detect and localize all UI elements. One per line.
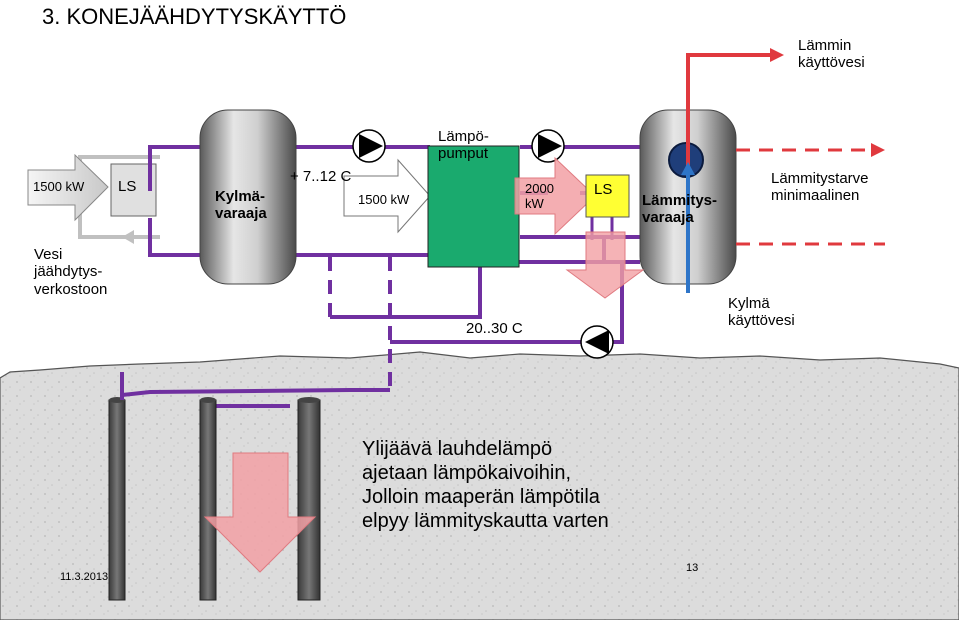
page-number: 13 [686, 562, 699, 574]
cold-water-label: Kylmä käyttövesi [728, 295, 795, 330]
borehole-icon [199, 397, 217, 601]
dashed-pipes [328, 257, 392, 390]
info-text: Ylijäävä lauhdelämpö ajetaan lämpökaivoi… [362, 437, 609, 533]
water-line3: verkostoon [34, 280, 108, 298]
cold-storage-tank [199, 109, 297, 285]
output-power-line1: 2000 [525, 181, 554, 196]
heat-storage-line1: Lämmitys- [642, 192, 718, 209]
heat-storage-line2: varaaja [642, 209, 694, 227]
date-label: 11.3.2013 [60, 571, 109, 583]
borehole-icon [108, 397, 126, 601]
info-line3: Jolloin maaperän lämpötila [362, 486, 600, 508]
output-power-arrow [514, 156, 596, 236]
warm-water-arrow-icon [770, 48, 784, 62]
ls-right-box [585, 174, 630, 218]
heating-demand-line1: Lämmitystarve [771, 170, 869, 187]
pump-power-label: 1500 kW [358, 192, 410, 207]
warm-water-line2: käyttövesi [798, 54, 865, 72]
info-line2: ajetaan lämpökaivoihin, [362, 462, 572, 484]
heat-storage-label: Lämmitys- varaaja [642, 192, 717, 227]
borehole-icon [297, 397, 321, 601]
cold-storage-label: Kylmä- varaaja [215, 188, 267, 223]
ls-left-label: LS [118, 178, 137, 195]
temp-low-label: 20..30 C [466, 320, 523, 337]
heat-pumps-line1: Lämpö- [438, 128, 489, 145]
pump-icon [531, 129, 565, 163]
cold-water-line2: käyttövesi [728, 312, 795, 330]
page-title: 3. KONEJÄÄHDYTYSKÄYTTÖ [42, 4, 347, 29]
cold-storage-line2: varaaja [215, 205, 267, 223]
heating-supply-arrow-icon [871, 143, 885, 157]
ls-right-label: LS [594, 181, 613, 198]
heating-demand-line2: minimaalinen [771, 187, 860, 205]
heat-pumps-line2: pumput [438, 145, 489, 163]
ground-heat-arrow [203, 452, 317, 573]
down-flow-arrow [565, 231, 645, 299]
info-line1: Ylijäävä lauhdelämpö [362, 438, 553, 460]
water-network-label: Vesi jäähdytys- verkostoon [34, 246, 107, 298]
info-line4: elpyy lämmityskautta varten [362, 510, 609, 532]
temp-high-label: + 7..12 C [290, 168, 352, 185]
output-power-line2: kW [525, 195, 544, 211]
warm-water-pipe [686, 53, 772, 180]
cold-water-line1: Kylmä [728, 295, 770, 312]
cold-storage-line1: Kylmä- [215, 188, 266, 205]
pump-power-arrow [343, 158, 431, 234]
heat-pump-box [427, 145, 520, 268]
ground [0, 351, 959, 620]
warm-water-line1: Lämmin [798, 37, 852, 54]
input-power-label: 1500 kW [33, 179, 85, 194]
warm-water-label: Lämmin käyttövesi [798, 37, 865, 72]
return-arrow-icon [122, 230, 134, 244]
cold-water-arrow-icon [681, 162, 695, 175]
input-power-arrow [27, 153, 109, 222]
heat-pumps-label: Lämpö- pumput [438, 128, 489, 163]
output-power-label: 2000 kW [525, 181, 554, 212]
pump-icon [352, 129, 386, 163]
water-line1: Vesi [34, 246, 63, 263]
heating-demand-label: Lämmitystarve minimaalinen [771, 170, 869, 205]
pump-icon [580, 325, 614, 359]
water-line2: jäähdytys- [34, 263, 103, 281]
